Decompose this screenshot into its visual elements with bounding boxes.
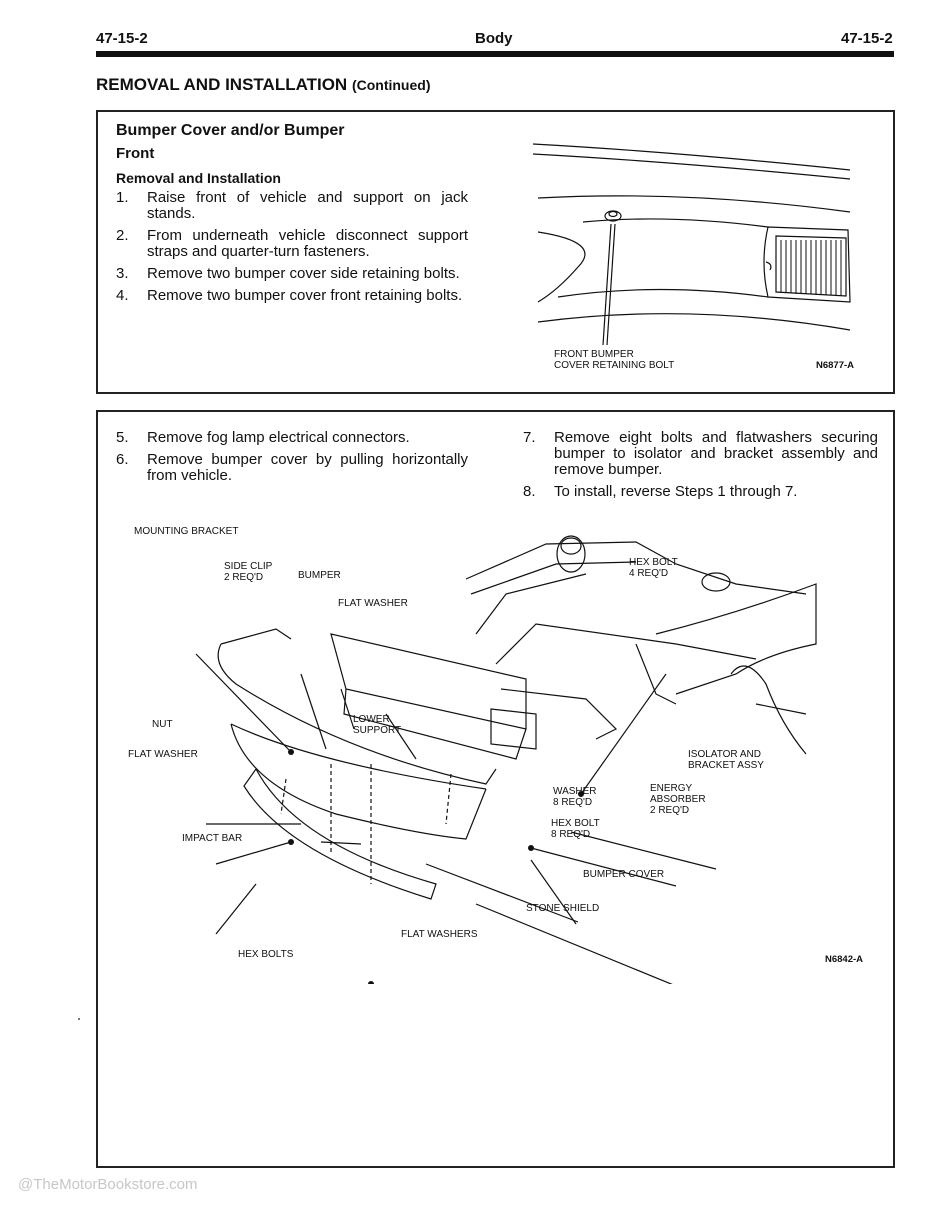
step-item: 1. Raise front of vehicle and support on …	[116, 190, 468, 222]
label-isolator-1: ISOLATOR AND	[688, 749, 761, 760]
procedure-subtitle: Front	[116, 145, 155, 162]
label-flat-washer: FLAT WASHER	[338, 598, 408, 609]
label-washer-1: WASHER	[553, 786, 597, 797]
step-text: Remove fog lamp electrical connectors.	[147, 429, 410, 446]
procedure-box-1: Bumper Cover and/or Bumper Front Removal…	[96, 110, 895, 394]
label-energy-absorber-2: ABSORBER	[650, 794, 706, 805]
step-text: Remove two bumper cover side retaining b…	[147, 265, 460, 282]
page-number-left: 47-15-2	[96, 30, 148, 47]
figure-label-line1: FRONT BUMPER	[554, 349, 634, 360]
step-text: Raise front of vehicle and support on ja…	[147, 189, 468, 222]
label-bumper-cover: BUMPER COVER	[583, 869, 664, 880]
label-hex-bolt-8-2: 8 REQ'D	[551, 829, 590, 840]
figure-label-line2: COVER RETAINING BOLT	[554, 360, 674, 371]
label-stone-shield: STONE SHIELD	[526, 903, 599, 914]
label-energy-absorber-3: 2 REQ'D	[650, 805, 689, 816]
bumper-cover-bolt-figure: FRONT BUMPER COVER RETAINING BOLT N6877-…	[532, 143, 854, 371]
label-hex-bolt-8-1: HEX BOLT	[551, 818, 600, 829]
label-nut: NUT	[152, 719, 173, 730]
step-text: From underneath vehicle disconnect suppo…	[147, 227, 468, 260]
label-washer-2: 8 REQ'D	[553, 797, 592, 808]
page-number-right: 47-15-2	[841, 30, 893, 47]
header-rule	[96, 51, 894, 57]
procedure-heading: Removal and Installation	[116, 170, 281, 186]
step-text: Remove bumper cover by pulling horizonta…	[147, 451, 468, 484]
steps-list: 1. Raise front of vehicle and support on …	[116, 190, 468, 304]
label-lower-support-2: SUPPORT	[353, 725, 401, 736]
label-side-clip-2: 2 REQ'D	[224, 572, 263, 583]
label-impact-bar: IMPACT BAR	[182, 833, 242, 844]
label-side-clip-1: SIDE CLIP	[224, 561, 273, 572]
label-hex-bolt-4-1: HEX BOLT	[629, 557, 678, 568]
step-item: 4. Remove two bumper cover front retainin…	[116, 288, 468, 304]
step-number: 5.	[116, 429, 129, 446]
label-lower-support-1: LOWER	[353, 714, 390, 725]
figure-id-2: N6842-A	[825, 954, 863, 965]
step-text: To install, reverse Steps 1 through 7.	[554, 483, 798, 500]
step-text: Remove two bumper cover front retaining …	[147, 287, 463, 304]
section-title: REMOVAL AND INSTALLATION (Continued)	[96, 75, 430, 95]
label-hex-bolt-4-2: 4 REQ'D	[629, 568, 668, 579]
label-flat-washer-left: FLAT WASHER	[128, 749, 198, 760]
step-number: 7.	[523, 429, 536, 446]
step-number: 2.	[116, 227, 129, 244]
bumper-exploded-view-figure: MOUNTING BRACKET SIDE CLIP 2 REQ'D BUMPE…	[128, 526, 863, 984]
chapter-title: Body	[475, 30, 513, 47]
label-mounting-bracket: MOUNTING BRACKET	[134, 526, 238, 537]
figure-id: N6877-A	[816, 360, 854, 371]
step-number: 1.	[116, 189, 129, 206]
step-number: 6.	[116, 451, 129, 468]
step-text: Remove eight bolts and flatwashers secur…	[554, 429, 878, 478]
step-number: 8.	[523, 483, 536, 500]
steps-list-left: 5. Remove fog lamp electrical connectors.…	[116, 430, 468, 484]
step-item: 5. Remove fog lamp electrical connectors.	[116, 430, 468, 446]
stray-mark	[78, 1018, 80, 1020]
step-item: 3. Remove two bumper cover side retaining…	[116, 266, 468, 282]
section-title-suffix: (Continued)	[351, 77, 431, 93]
label-flat-washers: FLAT WASHERS	[401, 929, 478, 940]
procedure-title: Bumper Cover and/or Bumper	[116, 122, 345, 139]
step-item: 2. From underneath vehicle disconnect sup…	[116, 228, 468, 260]
label-hex-bolts: HEX BOLTS	[238, 949, 294, 960]
step-number: 4.	[116, 287, 129, 304]
steps-list-right: 7. Remove eight bolts and flatwashers sec…	[523, 430, 878, 500]
step-number: 3.	[116, 265, 129, 282]
step-item: 7. Remove eight bolts and flatwashers sec…	[523, 430, 878, 478]
step-item: 6. Remove bumper cover by pulling horizon…	[116, 452, 468, 484]
procedure-box-2: 5. Remove fog lamp electrical connectors.…	[96, 410, 895, 1168]
watermark: @TheMotorBookstore.com	[18, 1176, 198, 1193]
step-item: 8. To install, reverse Steps 1 through 7.	[523, 484, 878, 500]
section-title-main: REMOVAL AND INSTALLATION	[96, 75, 348, 94]
label-bumper: BUMPER	[298, 570, 341, 581]
label-isolator-2: BRACKET ASSY	[688, 760, 764, 771]
label-energy-absorber-1: ENERGY	[650, 783, 693, 794]
